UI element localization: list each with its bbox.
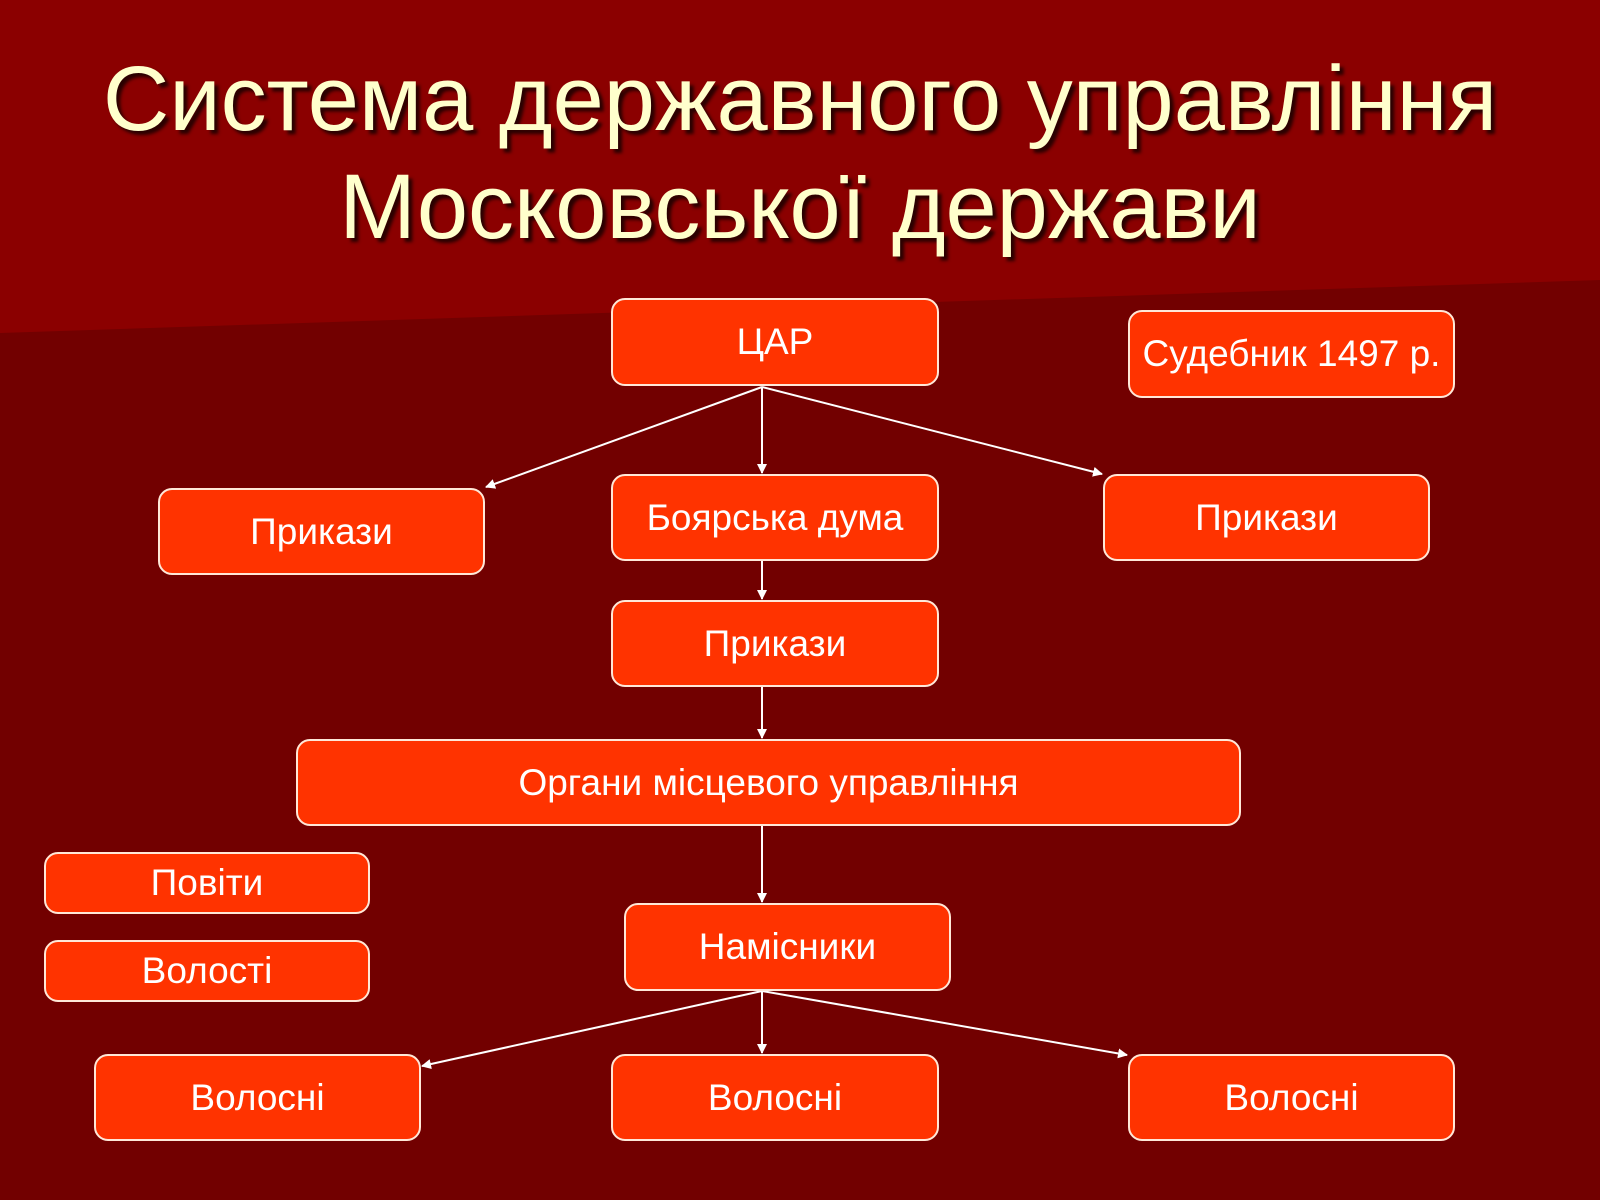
node-volosti: Волості <box>44 940 370 1002</box>
node-prykazy-mid: Прикази <box>611 600 939 687</box>
arrow-tsar-to-prykazy-left <box>485 386 763 489</box>
node-volosni-mid: Волосні <box>611 1054 939 1141</box>
node-prykazy-left: Прикази <box>158 488 485 575</box>
node-prykazy-right: Прикази <box>1103 474 1430 561</box>
arrow-namisnyky-to-volosni-left <box>421 990 763 1069</box>
node-boyar-duma: Боярська дума <box>611 474 939 561</box>
slide-title-line-1: Система державного управління <box>102 48 1498 150</box>
slide-title-line-2: Московської держави <box>339 156 1261 258</box>
node-povity: Повіти <box>44 852 370 914</box>
arrow-tsar-to-prykazy-right <box>761 386 1103 477</box>
node-namisnyky: Намісники <box>624 903 951 991</box>
node-volosni-right: Волосні <box>1128 1054 1455 1141</box>
node-local-government: Органи місцевого управління <box>296 739 1241 826</box>
arrow-namisnyky-to-volosni-right <box>761 990 1128 1059</box>
node-tsar: ЦАР <box>611 298 939 386</box>
node-sudebnik: Судебник 1497 р. <box>1128 310 1455 398</box>
node-volosni-left: Волосні <box>94 1054 421 1141</box>
